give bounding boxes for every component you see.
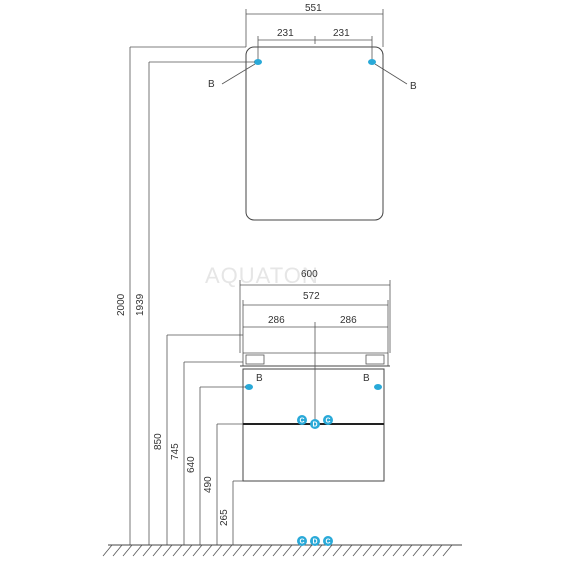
dim-2000: 2000	[116, 293, 127, 316]
floor-hatch-line	[102, 544, 113, 557]
floor-hatch-line	[192, 544, 203, 557]
svg-text:C: C	[300, 418, 305, 425]
floor-hatch-line	[202, 544, 213, 557]
floor-hatch-line	[412, 544, 423, 557]
dim-265: 265	[219, 509, 230, 526]
mirror-right-half-dim: 231	[333, 28, 350, 39]
cabinet-left-half-dim: 286	[268, 315, 285, 326]
floor-hatch-line	[382, 544, 393, 557]
dim-745: 745	[170, 443, 181, 460]
cabinet-connection-c-left	[297, 415, 307, 425]
mirror-left-fixing-label: B	[208, 79, 215, 90]
floor-hatch-line	[232, 544, 243, 557]
floor-hatch-line	[402, 544, 413, 557]
floor-hatch-line	[112, 544, 123, 557]
dim-640: 640	[186, 456, 197, 473]
floor-connection-c-left	[297, 536, 307, 546]
cabinet-right-fixing-point	[374, 384, 382, 390]
cabinet-inner-width-dim: 572	[303, 291, 320, 302]
cabinet-right-fixing-label: B	[363, 373, 370, 384]
floor: C D C	[102, 536, 462, 557]
floor-hatch-line	[342, 544, 353, 557]
cabinet-left-fixing-label: B	[256, 373, 263, 384]
floor-hatch-line	[242, 544, 253, 557]
floor-hatch-line	[312, 544, 323, 557]
dim-490: 490	[203, 476, 214, 493]
svg-text:D: D	[313, 422, 318, 429]
svg-text:C: C	[300, 539, 305, 546]
cabinet-connection-d	[310, 419, 320, 429]
mirror: 551 231 231 B B	[208, 3, 417, 221]
floor-hatch-line	[162, 544, 173, 557]
svg-text:C: C	[326, 418, 331, 425]
mirror-left-half-dim: 231	[277, 28, 294, 39]
floor-hatch-line	[172, 544, 183, 557]
dim-1939: 1939	[135, 293, 146, 316]
floor-hatch-line	[212, 544, 223, 557]
floor-hatch-line	[302, 544, 313, 557]
mirror-right-fixing-label: B	[410, 81, 417, 92]
floor-hatch-line	[152, 544, 163, 557]
floor-hatch-line	[182, 544, 193, 557]
mirror-right-fixing-point	[368, 59, 376, 65]
floor-hatch-line	[282, 544, 293, 557]
floor-connections: C D C	[297, 536, 333, 546]
mirror-width-dim: 551	[305, 3, 322, 14]
floor-hatch-line	[352, 544, 363, 557]
svg-text:D: D	[313, 539, 318, 546]
cabinet: 600 572 286 286 B B C D C	[239, 269, 391, 482]
floor-hatch-line	[362, 544, 373, 557]
floor-hatch-line	[332, 544, 343, 557]
floor-hatch-line	[132, 544, 143, 557]
floor-hatch-line	[262, 544, 273, 557]
cabinet-left-fixing-point	[245, 384, 253, 390]
cabinet-right-half-dim: 286	[340, 315, 357, 326]
cabinet-total-width-dim: 600	[301, 269, 318, 280]
vertical-dimensions: 2000 1939 850 745 640 490 265	[116, 46, 255, 545]
dim-850: 850	[153, 433, 164, 450]
floor-hatch-line	[422, 544, 433, 557]
svg-text:C: C	[326, 539, 331, 546]
floor-hatch-line	[122, 544, 133, 557]
mirror-outline	[245, 46, 384, 221]
floor-hatch-line	[372, 544, 383, 557]
floor-hatch-line	[272, 544, 283, 557]
floor-connection-c-right	[323, 536, 333, 546]
floor-hatch-line	[222, 544, 233, 557]
floor-hatch-line	[252, 544, 263, 557]
floor-hatch-line	[322, 544, 333, 557]
floor-hatch-line	[392, 544, 403, 557]
floor-hatch-line	[142, 544, 153, 557]
floor-hatching	[102, 544, 453, 557]
mirror-left-fixing-point	[254, 59, 262, 65]
cabinet-connections: C D C	[297, 415, 333, 429]
watermark: AQUATON	[205, 263, 319, 288]
floor-hatch-line	[292, 544, 303, 557]
floor-hatch-line	[432, 544, 443, 557]
cabinet-connection-c-right	[323, 415, 333, 425]
floor-hatch-line	[442, 544, 453, 557]
floor-connection-d	[310, 536, 320, 546]
